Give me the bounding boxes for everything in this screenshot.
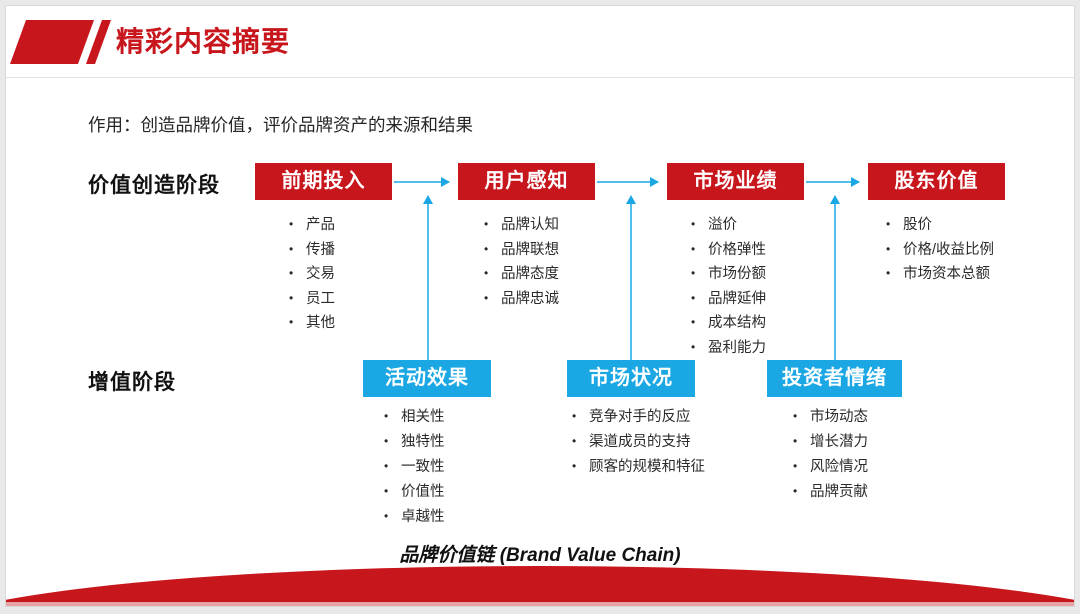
- list-item: 产品: [289, 217, 335, 233]
- arrow-market-condition-up: [626, 195, 636, 360]
- list-item: 一致性: [384, 459, 445, 475]
- list-item: 其他: [289, 315, 335, 331]
- list-item: 溢价: [691, 217, 766, 233]
- slide-canvas: 精彩内容摘要 作用：创造品牌价值，评价品牌资产的来源和结果 价值创造阶段 增值阶…: [6, 6, 1074, 606]
- list-item: 品牌态度: [484, 266, 559, 282]
- bullet-list-shareholder-value: 股价 价格/收益比例 市场资本总额: [886, 217, 994, 292]
- list-item: 成本结构: [691, 315, 766, 331]
- list-item: 独特性: [384, 434, 445, 450]
- list-item: 价值性: [384, 484, 445, 500]
- subtitle-text: 作用：创造品牌价值，评价品牌资产的来源和结果: [88, 115, 473, 135]
- list-item: 渠道成员的支持: [572, 434, 705, 450]
- list-item: 市场资本总额: [886, 266, 994, 282]
- list-item: 员工: [289, 291, 335, 307]
- stage-label-value-add: 增值阶段: [88, 371, 176, 394]
- list-item: 股价: [886, 217, 994, 233]
- stage-label-value-creation: 价值创造阶段: [88, 174, 220, 197]
- list-item: 品牌延伸: [691, 291, 766, 307]
- stage-box-initial-investment[interactable]: 前期投入: [255, 163, 392, 200]
- list-item: 市场动态: [793, 409, 868, 425]
- arrow-campaign-effect-up: [423, 195, 433, 360]
- list-item: 品牌认知: [484, 217, 559, 233]
- list-item: 风险情况: [793, 459, 868, 475]
- stage-box-campaign-effect[interactable]: 活动效果: [363, 360, 491, 397]
- header-divider: [6, 77, 1074, 78]
- list-item: 盈利能力: [691, 340, 766, 356]
- list-item: 市场份额: [691, 266, 766, 282]
- footer-decoration: [6, 566, 1074, 606]
- list-item: 相关性: [384, 409, 445, 425]
- stage-box-market-condition[interactable]: 市场状况: [567, 360, 695, 397]
- diagram-caption: 品牌价值链 (Brand Value Chain): [399, 545, 681, 566]
- bullet-list-user-perception: 品牌认知 品牌联想 品牌态度 品牌忠诚: [484, 217, 559, 316]
- stage-box-investor-sentiment[interactable]: 投资者情绪: [767, 360, 902, 397]
- list-item: 竞争对手的反应: [572, 409, 705, 425]
- list-item: 品牌贡献: [793, 484, 868, 500]
- list-item: 品牌联想: [484, 242, 559, 258]
- bullet-list-investor-sentiment: 市场动态 增长潜力 风险情况 品牌贡献: [793, 409, 868, 510]
- stage-box-shareholder-value[interactable]: 股东价值: [868, 163, 1005, 200]
- list-item: 增长潜力: [793, 434, 868, 450]
- footer-accent-line: [6, 602, 1074, 606]
- bullet-list-campaign-effect: 相关性 独特性 一致性 价值性 卓越性: [384, 409, 445, 535]
- bullet-list-initial-investment: 产品 传播 交易 员工 其他: [289, 217, 335, 341]
- bullet-list-market-condition: 竞争对手的反应 渠道成员的支持 顾客的规模和特征: [572, 409, 705, 485]
- list-item: 价格/收益比例: [886, 242, 994, 258]
- stage-box-user-perception[interactable]: 用户感知: [458, 163, 595, 200]
- list-item: 价格弹性: [691, 242, 766, 258]
- stage-box-market-performance[interactable]: 市场业绩: [667, 163, 804, 200]
- arrow-investment-to-perception: [394, 177, 450, 187]
- list-item: 交易: [289, 266, 335, 282]
- page-title: 精彩内容摘要: [116, 26, 291, 57]
- brand-logo-icon: [9, 20, 95, 64]
- arrow-investor-sentiment-up: [830, 195, 840, 360]
- list-item: 卓越性: [384, 509, 445, 525]
- list-item: 品牌忠诚: [484, 291, 559, 307]
- arrow-perception-to-market: [597, 177, 659, 187]
- list-item: 传播: [289, 242, 335, 258]
- arrow-market-to-shareholder: [806, 177, 860, 187]
- bullet-list-market-performance: 溢价 价格弹性 市场份额 品牌延伸 成本结构 盈利能力: [691, 217, 766, 365]
- list-item: 顾客的规模和特征: [572, 459, 705, 475]
